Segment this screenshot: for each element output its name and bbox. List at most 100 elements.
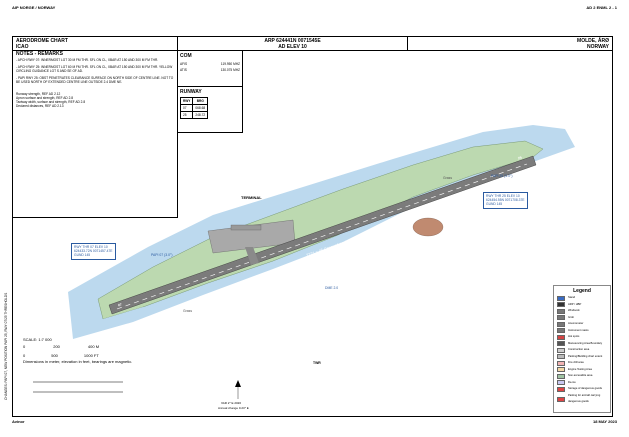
aerodrome-map: [33, 125, 575, 399]
legend-item: Engine Testing Area: [557, 367, 607, 374]
notes-heading: NOTES - REMARKS: [16, 51, 63, 57]
legend-label: De-ice: [568, 380, 576, 384]
legend-item: Grob: [557, 315, 607, 322]
terminal-label: TERMINAL: [241, 195, 262, 200]
legend-item: Stand: [557, 295, 607, 302]
legend-item: Fire drill area: [557, 360, 607, 367]
grass-label: Grass: [443, 176, 453, 180]
legend-swatch: [557, 373, 565, 379]
legend-label: Anemometer: [568, 322, 584, 325]
header-right: AD 2 ENML 2 - 1: [586, 5, 617, 10]
legend-swatch: [557, 302, 565, 308]
dme-label: DME 2.0: [325, 286, 339, 290]
changes-note: CHANGES: PAPI 07, NEW POSITION PAPI 25, …: [4, 292, 8, 400]
legend-label: Construction area: [568, 348, 590, 351]
ref-taxiway: Taxiway width, surface and strength, REF…: [16, 100, 86, 105]
legend-label: Instrument masts: [568, 328, 589, 332]
legend-swatch: [557, 334, 565, 340]
annual-change: Annual change 0.23° E: [218, 406, 249, 410]
aerodrome-elevation: AD ELEV 10: [278, 44, 307, 50]
title-block-centre: ARP 624441N 0071545E AD ELEV 10: [178, 37, 408, 51]
legend-item: Parking/Building chart extent: [557, 354, 607, 361]
legend-label: ARP / HBP: [568, 302, 582, 306]
legend-label: Non accessible area: [568, 374, 593, 377]
legend-swatch: [557, 315, 565, 321]
legend-item: ARP / HBP: [557, 302, 607, 309]
note-apch-25: - APCH RWY 25: INNERMOST LGT 60 M FM THR…: [16, 64, 173, 73]
legend-swatch: [557, 328, 565, 334]
legend-label: Fire drill area: [568, 361, 584, 364]
legend-item: De-ice: [557, 380, 607, 387]
legend-swatch: [557, 295, 565, 301]
title-block-left: AERODROME CHART ICAO: [13, 37, 178, 51]
legend-swatch: [557, 380, 565, 386]
legend-item: Storage of dangerous goods: [557, 386, 607, 393]
legend-item: Hot spots: [557, 334, 607, 341]
arp-coordinates: ARP 624441N 0071545E: [264, 38, 321, 44]
legend-label: Manoeuvring Area Boundary: [568, 341, 603, 345]
rock-area: [412, 217, 444, 237]
footer-left: Avinor: [12, 419, 25, 424]
chart-title: AERODROME CHART: [16, 38, 68, 44]
runway-heading: RUNWAY: [180, 89, 202, 95]
ref-runway-strength: Runway strength, REF AD 2.12: [16, 92, 61, 97]
legend-item: Windsock: [557, 308, 607, 315]
place-name: MOLDE, ÅRØ: [577, 38, 609, 44]
legend-swatch: [557, 354, 565, 360]
legend-swatch: [557, 360, 565, 366]
icao-label: ICAO: [16, 44, 29, 50]
legend-label: Hot spots: [568, 335, 580, 338]
taxiway: [245, 247, 259, 265]
ref-declared-distances: Declared distances, REF AD 2.13: [16, 104, 64, 109]
water-patch: [103, 307, 153, 327]
legend-swatch: [557, 341, 565, 347]
legend-label: Grob: [568, 315, 574, 319]
legend-swatch: [557, 367, 565, 373]
terminal-building: [230, 224, 262, 231]
header-left: AIP NORGE / NORWAY: [12, 5, 56, 10]
legend-label: Stand: [568, 296, 576, 299]
legend-swatch: [557, 396, 565, 402]
legend-item: Non accessible area: [557, 373, 607, 380]
legend-label: Parking/Building chart extent: [568, 354, 603, 358]
runway-centreline: [116, 163, 528, 310]
papi-25-label: PAPI 25 (3.0°): [491, 174, 513, 178]
legend-label: Storage of dangerous goods: [568, 387, 602, 390]
legend-label: Windsock: [568, 309, 580, 312]
legend-item: Manoeuvring Area Boundary: [557, 341, 607, 348]
legend-item: Parking for aircraft carrying dangerous …: [557, 393, 607, 406]
title-block-right: MOLDE, ÅRØ NORWAY: [408, 37, 612, 51]
legend-swatch: [557, 347, 565, 353]
dimensions-note: Dimensions in meter, elevation in feet, …: [23, 359, 133, 364]
magnetic-variation: VAR 2° E 2020: [221, 401, 241, 405]
legend-swatch: [557, 386, 565, 392]
com-heading: COM: [180, 53, 192, 59]
twr-label: TWR: [313, 361, 321, 365]
legend-item: Construction area: [557, 347, 607, 354]
legend-item: Anemometer: [557, 321, 607, 328]
runway: [108, 155, 537, 315]
country-name: NORWAY: [587, 44, 609, 50]
legend-item: Instrument masts: [557, 328, 607, 335]
legend-label: Parking for aircraft carrying dangerous …: [568, 393, 601, 404]
ref-apron: Apron surface and strength, REF AD 2.8: [16, 96, 74, 101]
notes-panel: NOTES - REMARKS - APCH RWY 07: INNERMOST…: [13, 51, 178, 218]
chart-sheet: AERODROME CHART ICAO ARP 624441N 0071545…: [12, 36, 613, 417]
footer-right: 18 MAY 2023: [592, 419, 617, 424]
scale-title: SCALE: 1:7 000: [23, 337, 52, 342]
legend-swatch: [557, 308, 565, 314]
note-papi-25: - PAPI RWY 25: OBST PENETRATES CLEARANCE…: [16, 75, 174, 84]
grass-label: Grass: [183, 309, 193, 313]
papi-07-label: PAPI 07 (3.0°): [151, 253, 173, 257]
